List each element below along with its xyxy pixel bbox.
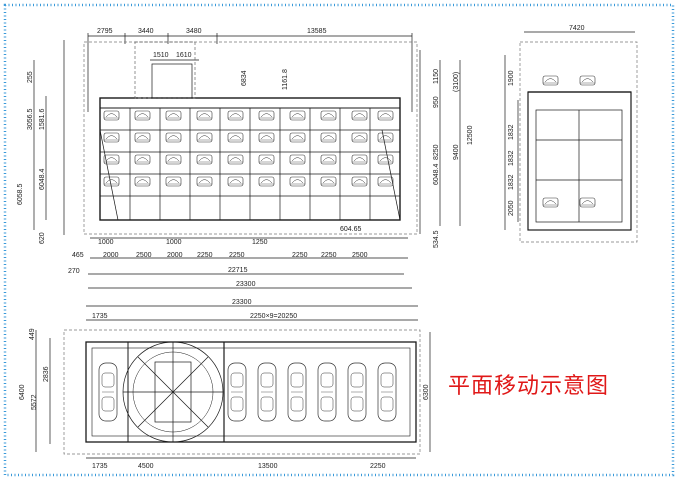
dim-top-2: 3440 — [138, 28, 154, 35]
dim-tower-2: 1610 — [176, 52, 192, 59]
diagram-caption: 平面移动示意图 — [448, 374, 610, 399]
dim-bottom-1: 465 — [72, 252, 84, 259]
elevation-view — [33, 33, 461, 289]
dim-section-2: 1832 — [508, 124, 515, 140]
dim-left-4: 6048.4 — [39, 168, 46, 190]
dim-left-1: 255 — [27, 71, 34, 83]
dim-bottom-9: 2500 — [352, 252, 368, 259]
dim-section-3: 1832 — [508, 150, 515, 166]
dim-plan-overall: 23300 — [232, 299, 252, 306]
dim-plan-bottom-3: 13500 — [258, 463, 278, 470]
dim-inner-2: 1161.8 — [282, 69, 289, 90]
dim-extra-1: 1000 — [98, 239, 114, 246]
dim-plan-left-1: 449 — [29, 328, 36, 340]
dim-plan-top-left: 1735 — [92, 313, 108, 320]
dim-bottom-4: 2000 — [167, 252, 183, 259]
dim-left-3: 1581.6 — [39, 108, 46, 130]
dim-plan-left-3: 6400 — [19, 384, 26, 400]
dim-extra-3: 1250 — [252, 239, 268, 246]
dim-extra-2: 1000 — [166, 239, 182, 246]
dim-right-3: 950 — [433, 96, 440, 108]
plan-dimensions: 23300 1735 2250×9=20250 449 2836 6400 55… — [19, 299, 430, 470]
elevation-cars — [103, 110, 394, 187]
dim-left-6: 620 — [39, 232, 46, 244]
dim-section-top: 7420 — [569, 25, 585, 32]
dim-right-7: 12500 — [467, 125, 474, 145]
dim-bottom-2: 2000 — [103, 252, 119, 259]
dim-plan-right: 6300 — [423, 384, 430, 400]
dim-bottom-8: 2250 — [321, 252, 337, 259]
dim-plan-left-4: 5572 — [31, 394, 38, 410]
dim-left-5: 6058.5 — [17, 183, 24, 205]
dim-right-5: 6048.4 — [433, 163, 440, 185]
dim-section-5: 2050 — [508, 200, 515, 216]
dim-right-4: 8250 — [433, 144, 440, 160]
dim-right-8: 534.5 — [433, 230, 440, 248]
dim-overall-3: 23300 — [236, 281, 256, 288]
dim-plan-bottom-4: 2250 — [370, 463, 386, 470]
dim-right-1: 1150 — [433, 69, 440, 84]
plan-view — [35, 305, 431, 459]
dim-top-1: 2795 — [97, 28, 113, 35]
dim-bottom-7: 2250 — [292, 252, 308, 259]
dim-bottom-6: 2250 — [229, 252, 245, 259]
car-row-4 — [103, 176, 394, 187]
dim-bottom-5: 2250 — [197, 252, 213, 259]
car-row-1 — [103, 110, 394, 121]
dim-top-4: 13585 — [307, 28, 327, 35]
car-row-3 — [103, 154, 394, 165]
dim-plan-bottom-2: 4500 — [138, 463, 154, 470]
dim-tower-1: 1510 — [153, 52, 169, 59]
car-row-2 — [103, 132, 394, 143]
dim-right-2: (3100) — [453, 72, 460, 92]
dim-plan-bottom-1: 1735 — [92, 463, 108, 470]
dim-inner-1: 6834 — [241, 70, 248, 86]
dim-bottom-3: 2500 — [136, 252, 152, 259]
dim-left-2: 3056.5 — [27, 108, 34, 130]
dim-extra-4: 604.65 — [340, 226, 362, 233]
dim-right-6: 9400 — [453, 144, 460, 160]
dim-overall-1: 270 — [68, 268, 80, 275]
section-view — [504, 31, 638, 243]
dim-section-4: 1832 — [508, 174, 515, 190]
elevation-dimensions: 2795 3440 3480 13585 1510 1610 6834 1161… — [17, 28, 474, 288]
dim-top-3: 3480 — [186, 28, 202, 35]
dim-plan-left-2: 2836 — [43, 366, 50, 382]
dim-section-1: 1900 — [508, 70, 515, 86]
section-cars — [542, 75, 596, 208]
dim-plan-top-span: 2250×9=20250 — [250, 313, 297, 320]
dim-overall-2: 22715 — [228, 267, 248, 274]
section-dimensions: 7420 1900 1832 1832 1832 2050 — [508, 25, 585, 216]
